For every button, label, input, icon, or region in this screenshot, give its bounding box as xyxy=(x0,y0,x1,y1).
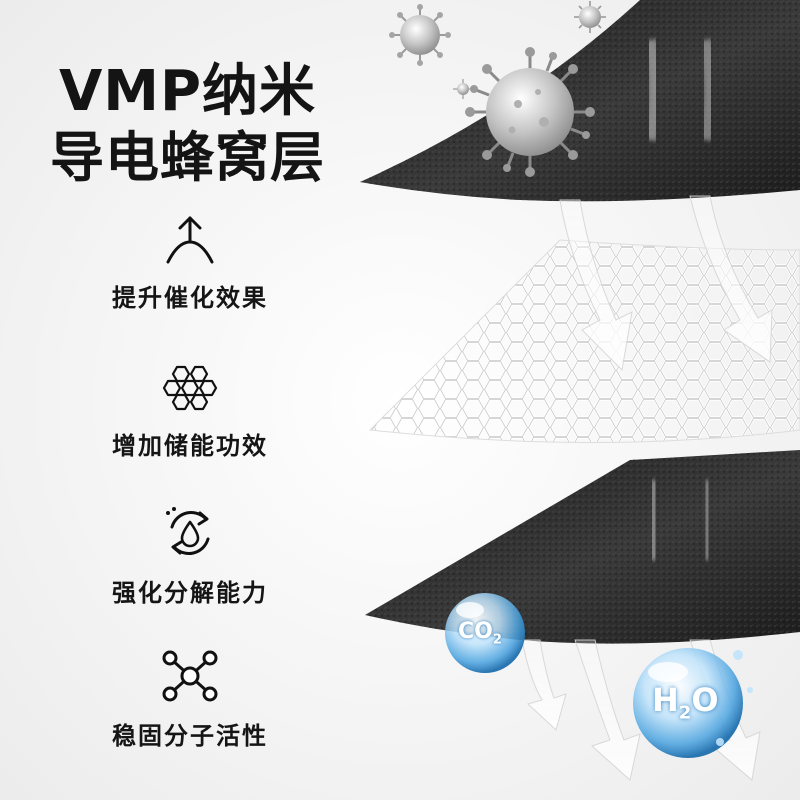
honeycomb-mesh-layer xyxy=(368,239,800,443)
virus-particle-tiny xyxy=(453,79,473,99)
virus-particle-medium xyxy=(389,4,451,66)
title-line-1: VMP纳米 xyxy=(58,59,317,124)
co2-bubble xyxy=(445,593,525,673)
feature-item-molecular-stability: 稳固分子活性 xyxy=(80,648,300,751)
feature-item-decomposition: 强化分解能力 xyxy=(80,505,300,608)
bottom-filter-layer xyxy=(365,450,800,644)
molecule-icon xyxy=(162,650,218,702)
feature-label: 强化分解能力 xyxy=(112,579,268,607)
upward-arrow-icon xyxy=(166,216,214,264)
honeycomb-icon xyxy=(162,365,218,411)
feature-item-catalysis: 提升催化效果 xyxy=(80,212,300,313)
title-line-2: 导电蜂窝层 xyxy=(50,126,325,189)
virus-particle-large xyxy=(465,47,595,177)
co2-label: CO2 xyxy=(458,619,502,648)
h2o-label: H2O xyxy=(652,681,719,724)
feature-item-energy-storage: 增加储能功效 xyxy=(80,362,300,461)
feature-label: 稳固分子活性 xyxy=(112,722,268,750)
feature-label: 提升催化效果 xyxy=(112,284,268,312)
water-drop-cycle-icon xyxy=(166,507,210,555)
top-filter-layer xyxy=(360,0,800,202)
feature-label: 增加储能功效 xyxy=(112,432,268,460)
h2o-bubble xyxy=(633,648,753,758)
virus-particle-small xyxy=(574,1,606,33)
